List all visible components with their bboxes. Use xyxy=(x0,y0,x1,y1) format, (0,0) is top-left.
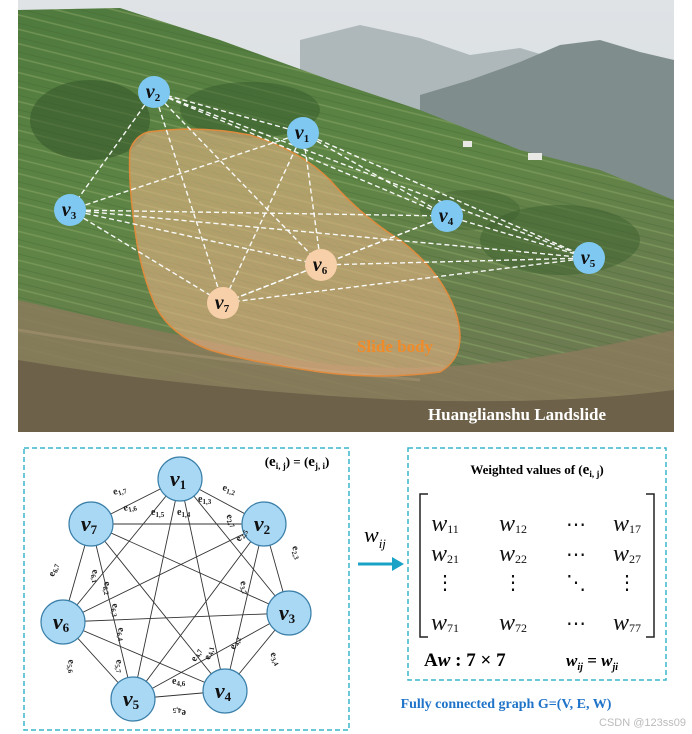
graph-caption: Fully connected graph G=(V, E, W) xyxy=(401,697,612,712)
edge-label-e67: e6,7 xyxy=(46,562,61,578)
edge-label-e46: e4,6 xyxy=(172,676,186,688)
edge-label-e23: e2,3 xyxy=(288,544,304,561)
photo-node-v5: v5 xyxy=(573,242,605,274)
landslide-photo: v1 v2 v3 v4 v5 v6 v7 Slide body Huanglianshu L… xyxy=(0,0,692,432)
edge-label-e13: e1,3 xyxy=(198,494,212,506)
edge-label-e42: e4,2 xyxy=(227,634,243,651)
wij-arrow: wij xyxy=(358,522,404,571)
matrix-size-label: Aw : 7 × 7 xyxy=(424,650,506,671)
photo-node-v2: v2 xyxy=(138,76,170,108)
matrix-cell-2-1: ⋮ xyxy=(503,572,523,594)
edge-label-e62: e6,2 xyxy=(100,581,114,597)
graph-node-v7: v7 xyxy=(69,502,113,546)
matrix-cell-0-1: w12 xyxy=(499,511,527,537)
matrix-cell-1-3: w27 xyxy=(613,541,641,567)
landslide-title: Huanglianshu Landslide xyxy=(428,405,607,424)
slide-body-label: Slide body xyxy=(357,337,434,356)
edge-label-e45: e4,5 xyxy=(172,706,186,718)
matrix-cell-2-0: ⋮ xyxy=(435,572,455,594)
matrix-cell-3-1: w72 xyxy=(499,610,527,636)
edge-label-e34: e3,4 xyxy=(267,650,284,668)
graph-node-v5: v5 xyxy=(111,677,155,721)
matrix-cell-0-3: w17 xyxy=(613,511,641,537)
graph-node-v6: v6 xyxy=(41,600,85,644)
edge-label-e12: e1,2 xyxy=(221,482,237,497)
photo-node-v3: v3 xyxy=(54,194,86,226)
matrix-cell-3-0: w71 xyxy=(431,610,459,636)
graph-node-v3: v3 xyxy=(267,591,311,635)
edge-label-e16: e1,6 xyxy=(122,500,138,515)
matrix-cell-2-3: ⋮ xyxy=(617,572,637,594)
edge-label-e15: e1,5 xyxy=(151,507,165,519)
edge-label-e17: e1,7 xyxy=(112,483,129,499)
graph-node-v2: v2 xyxy=(242,502,286,546)
matrix-cell-3-3: w77 xyxy=(613,610,641,636)
watermark: CSDN @123ss09 xyxy=(599,717,686,729)
edge-label-e14: e1,4 xyxy=(177,507,191,519)
graph-panel: (ei, j) = (ej, i) v1 v2 v3 v4 v5 v6 v7 e1,7 e1… xyxy=(0,432,692,734)
graph-edge-1-3 xyxy=(180,479,289,613)
arrow-label: wij xyxy=(364,522,386,551)
photo-node-v7: v7 xyxy=(207,287,239,319)
matrix-cell-0-0: w11 xyxy=(431,511,459,537)
photo-node-v1: v1 xyxy=(287,117,319,149)
matrix-cell-1-1: w22 xyxy=(499,541,527,567)
graph-node-v1: v1 xyxy=(158,457,202,501)
photo-node-v6: v6 xyxy=(305,249,337,281)
matrix-cell-1-2: ⋯ xyxy=(566,544,586,566)
matrix-cells: w11 w12 ⋯ w17 w21 w22 ⋯ w27 ⋮ ⋮ ⋱ ⋮ w71 w72 ⋯ w77 xyxy=(431,511,641,636)
photo-node-v4: v4 xyxy=(431,200,463,232)
edge-label-e37: e3,7 xyxy=(236,579,252,596)
matrix-symmetry: wij = wji xyxy=(566,651,618,673)
matrix-cell-3-2: ⋯ xyxy=(566,613,586,635)
edge-label-e64: e6,4 xyxy=(114,627,128,643)
symmetry-note: (ei, j) = (ej, i) xyxy=(265,454,330,471)
edge-label-e56: e5,6 xyxy=(64,659,78,675)
matrix-cell-1-0: w21 xyxy=(431,541,459,567)
edge-label-e27: e2,7 xyxy=(223,512,240,530)
edge-label-e41: e4,1 xyxy=(202,645,216,661)
graph-edge-2-5 xyxy=(133,524,264,699)
matrix-cell-0-2: ⋯ xyxy=(566,514,586,536)
graph-edge-1-6 xyxy=(63,479,180,622)
edge-label-e63: e6,3 xyxy=(108,603,122,619)
graph-node-v4: v4 xyxy=(203,669,247,713)
graph-edge-3-6 xyxy=(63,613,289,622)
matrix-cell-2-2: ⋱ xyxy=(566,572,586,594)
edge-label-e57: e5,7 xyxy=(112,659,126,675)
graph-edge-2-4 xyxy=(225,524,264,691)
matrix-title: Weighted values of (ei, j) xyxy=(470,462,603,479)
